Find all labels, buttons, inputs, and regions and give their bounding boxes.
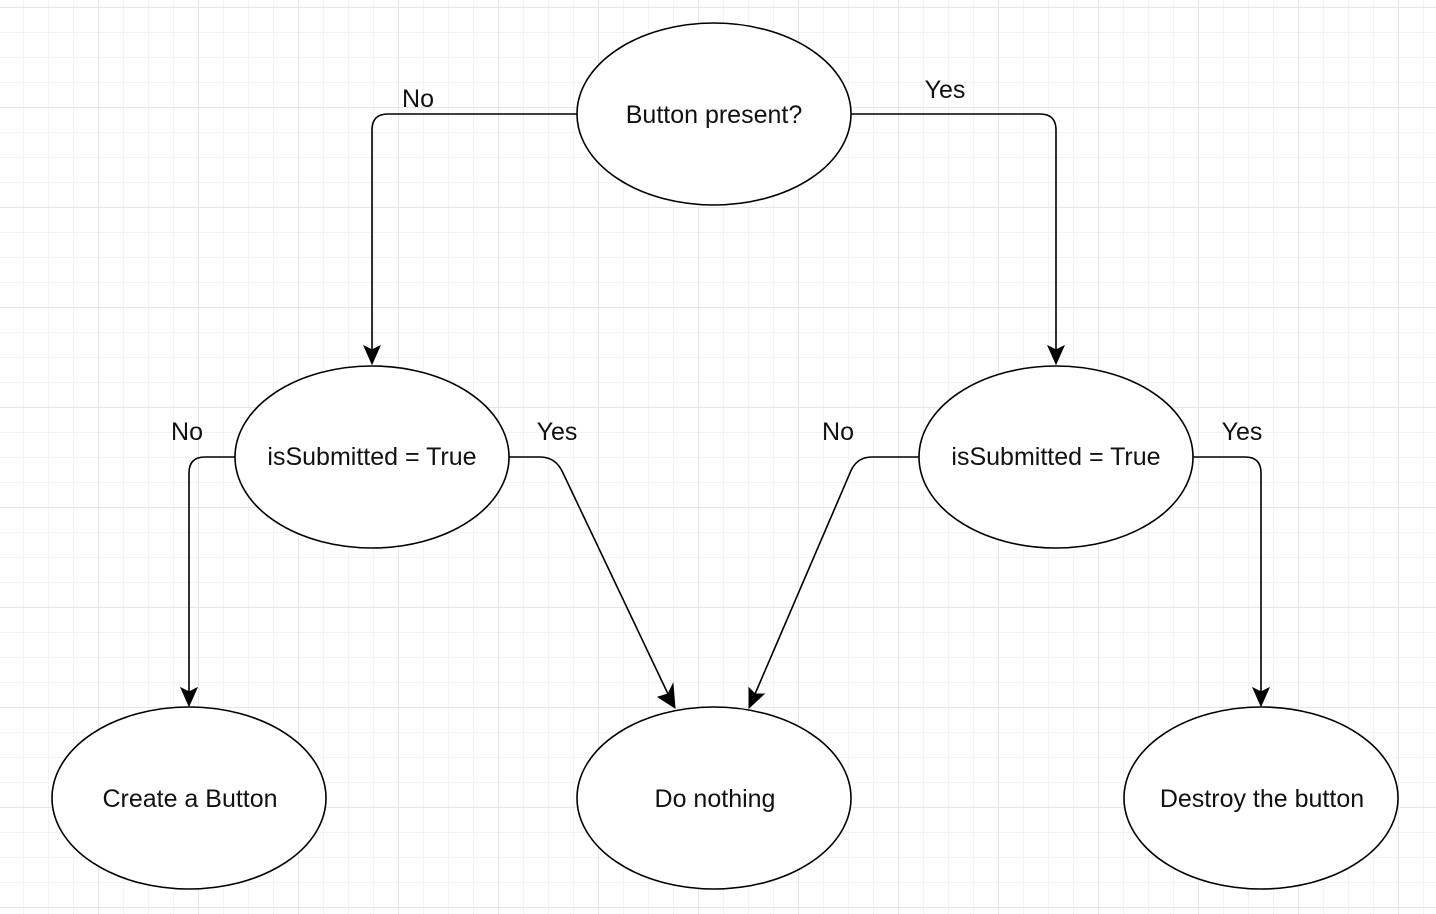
edge-label-right-yes: Yes <box>1222 418 1263 446</box>
edge-right-no[interactable] <box>748 456 920 710</box>
node-destroy-button[interactable]: Destroy the button <box>1123 706 1399 890</box>
decision-ellipse <box>576 22 852 206</box>
node-label-create-button: Create a Button <box>102 785 277 813</box>
node-label-button-present: Button present? <box>626 101 803 129</box>
node-label-is-submitted-left: isSubmitted = True <box>267 443 476 471</box>
node-button-present[interactable]: Button present? <box>576 22 852 206</box>
decision-ellipse <box>918 365 1194 549</box>
edge-label-root-no: No <box>402 85 434 113</box>
node-do-nothing[interactable]: Do nothing <box>576 706 852 890</box>
node-is-submitted-right[interactable]: isSubmitted = True <box>918 365 1194 549</box>
node-label-destroy-button: Destroy the button <box>1160 785 1364 813</box>
action-ellipse <box>1123 706 1399 890</box>
edge-left-yes[interactable] <box>509 456 676 709</box>
edge-left-no[interactable] <box>179 456 235 708</box>
edge-root-no[interactable] <box>362 113 577 366</box>
action-ellipse <box>576 706 852 890</box>
decision-ellipse <box>234 365 510 549</box>
edge-label-root-yes: Yes <box>925 76 966 104</box>
edge-right-yes[interactable] <box>1193 456 1271 708</box>
edge-label-left-yes: Yes <box>537 418 578 446</box>
edge-label-right-no: No <box>822 418 854 446</box>
node-create-button[interactable]: Create a Button <box>51 706 327 890</box>
edge-root-yes[interactable] <box>850 113 1066 366</box>
action-ellipse <box>51 706 327 890</box>
node-label-do-nothing: Do nothing <box>655 785 776 813</box>
node-label-is-submitted-right: isSubmitted = True <box>951 443 1160 471</box>
node-is-submitted-left[interactable]: isSubmitted = True <box>234 365 510 549</box>
edge-label-left-no: No <box>171 418 203 446</box>
